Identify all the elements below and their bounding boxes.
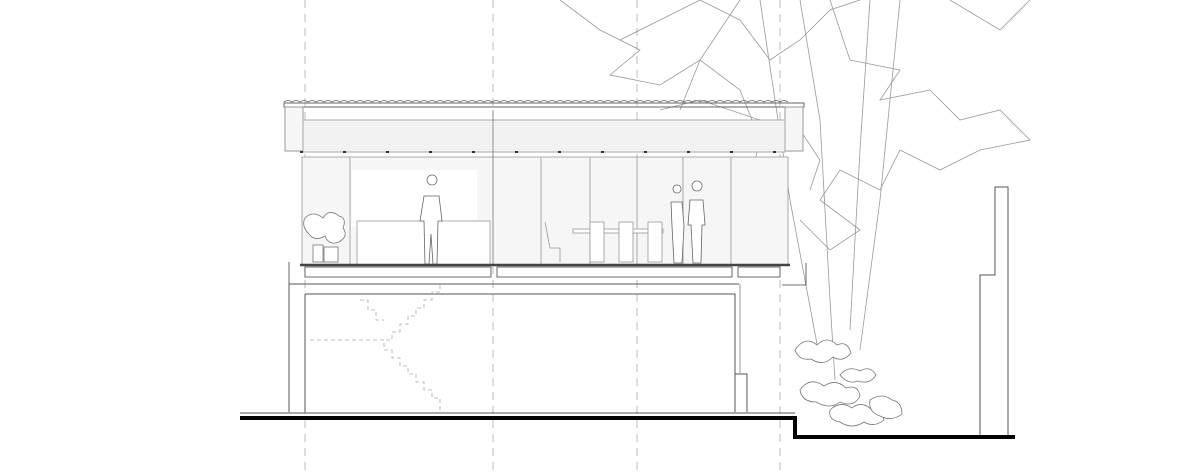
people-silhouettes xyxy=(419,174,706,265)
potted-plant xyxy=(303,212,346,263)
boundary-wall xyxy=(979,186,1009,437)
stairs xyxy=(310,285,441,410)
garden-plants xyxy=(794,339,903,427)
glazed-level xyxy=(301,110,789,266)
ground-line xyxy=(240,412,1015,439)
basement xyxy=(288,283,748,412)
roof xyxy=(283,100,805,153)
floor-slab xyxy=(288,262,807,286)
